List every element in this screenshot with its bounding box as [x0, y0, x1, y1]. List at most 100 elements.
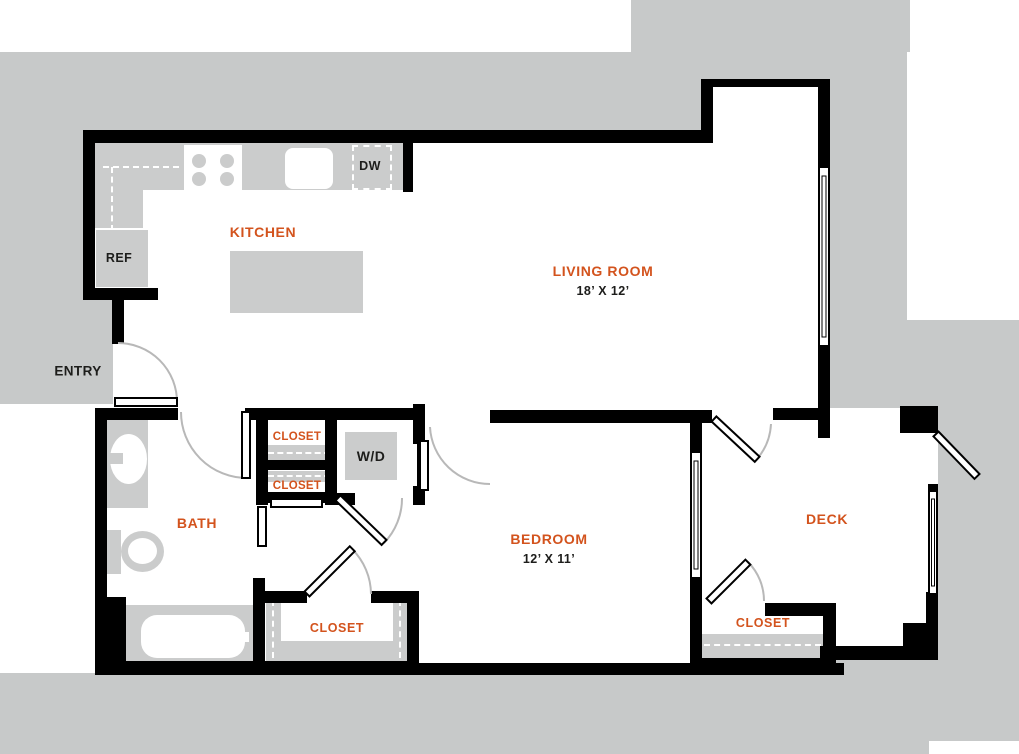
window [928, 490, 938, 595]
wall [818, 86, 830, 170]
bath-pocket-door-leaf [257, 506, 267, 547]
exterior-area [712, 52, 830, 80]
washer-dryer-label: W/D [356, 448, 386, 464]
deck-door-leaf [710, 415, 761, 464]
wall [325, 408, 337, 505]
wall [818, 340, 830, 418]
wall [256, 460, 330, 470]
stove-burner [220, 172, 234, 186]
deck-closet-label: CLOSET [735, 616, 791, 630]
refrigerator [96, 230, 148, 287]
washer-dryer [345, 432, 397, 480]
exterior-area [631, 0, 910, 52]
entry-door-swing-arc [117, 342, 178, 403]
hall-closet-upper-label: CLOSET [272, 431, 322, 443]
closet-shelf [702, 634, 823, 658]
living-room-dimensions: 18’ X 12’ [576, 284, 630, 298]
bedroom-dimensions: 12’ X 11’ [522, 552, 576, 566]
deck-door-swing-arc [756, 423, 772, 460]
window [818, 166, 830, 347]
wall [256, 408, 268, 505]
stove [184, 145, 242, 192]
wall [701, 79, 830, 87]
exterior-area [0, 52, 712, 130]
bath-door-leaf [241, 411, 251, 479]
stove-burner [220, 154, 234, 168]
bedroom-door-swing-arc [429, 426, 491, 486]
wall [490, 410, 712, 423]
bedroom-door-leaf [419, 440, 429, 491]
stove-burner [192, 172, 206, 186]
wall [820, 646, 905, 660]
bathtub-faucet [233, 632, 249, 642]
kitchen-label: KITCHEN [229, 224, 297, 240]
wall [690, 576, 702, 672]
kitchen-sink [285, 148, 333, 189]
wall [253, 591, 307, 603]
wall [419, 663, 844, 675]
exterior-area [829, 320, 1019, 408]
bath-label: BATH [176, 515, 218, 531]
wall [926, 592, 938, 628]
kitchen-island [230, 251, 363, 313]
wall [256, 492, 330, 503]
living-room-label: LIVING ROOM [552, 263, 654, 279]
wall [690, 418, 702, 454]
wall [403, 143, 413, 192]
wall [83, 130, 713, 143]
wall [773, 408, 830, 420]
stove-burner [192, 154, 206, 168]
wd-door-swing-arc [383, 497, 404, 544]
closet-shelf [266, 641, 407, 663]
exterior-area [0, 673, 1019, 754]
entry-door-leaf [114, 397, 178, 407]
wall [900, 406, 938, 433]
wall [765, 603, 836, 616]
counter-edge-dashed [103, 166, 179, 168]
counter-edge-dashed [111, 167, 113, 231]
closet-shelf-dashed [272, 600, 274, 658]
bath-door-swing-arc [180, 411, 248, 479]
dishwasher-label: DW [359, 159, 381, 173]
refrigerator-label: REF [105, 251, 133, 265]
window [690, 451, 702, 579]
entry-label: ENTRY [54, 363, 102, 379]
dishwasher-outline [352, 145, 392, 190]
wall [928, 484, 938, 492]
vanity-faucet [104, 453, 123, 464]
deck-closet-door-swing-arc [747, 561, 766, 602]
bedroom-label: BEDROOM [510, 531, 588, 547]
window [417, 442, 427, 489]
exterior-notch [929, 741, 1019, 754]
bathtub [141, 615, 245, 658]
wall [325, 493, 355, 505]
wall [903, 623, 938, 660]
kitchen-counter [95, 190, 143, 228]
deck-closet-door-leaf [705, 558, 752, 605]
bedroom-closet-label: CLOSET [309, 621, 365, 635]
exterior-area-entry-corridor [0, 300, 113, 404]
wall [818, 418, 830, 438]
wall [413, 404, 425, 444]
hall-closet-lower-label: CLOSET [272, 480, 322, 492]
wall [407, 591, 419, 665]
wall [823, 616, 836, 660]
bedroom-closet-door-swing-arc [351, 548, 372, 595]
wall [112, 300, 124, 344]
closet-shelf-dashed [704, 644, 821, 646]
bedroom-closet-door-leaf [303, 544, 357, 598]
wall [95, 408, 178, 420]
toilet-bowl-inner [128, 538, 157, 564]
exterior-area [836, 660, 1019, 674]
closet-shelf-dashed [399, 600, 401, 658]
wall [95, 661, 419, 675]
wall [95, 597, 126, 663]
closet-shelf-dashed [268, 475, 330, 477]
wall [701, 79, 713, 143]
deck-label: DECK [805, 511, 849, 527]
exterior-area [829, 52, 907, 320]
wall [83, 288, 158, 300]
wall [83, 143, 95, 300]
wall [413, 486, 425, 505]
